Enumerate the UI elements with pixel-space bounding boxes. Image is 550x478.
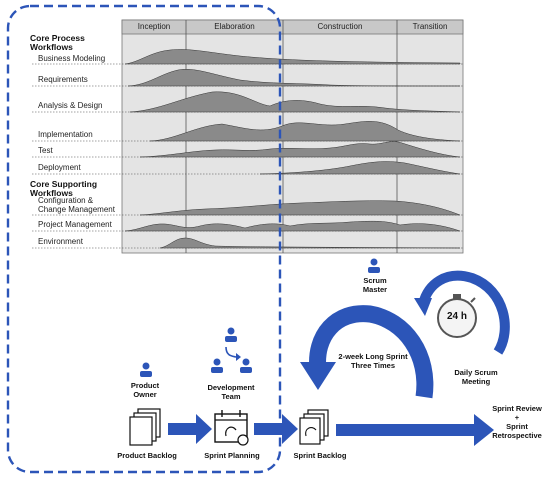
dev-team-exchange-icon [225, 346, 241, 361]
sprint-cycle-label: 2-week Long Sprint Three Times [338, 352, 408, 370]
hump-implementation [149, 121, 461, 142]
phase-header-bar [121, 19, 464, 35]
group-core-supporting: Core Supporting Workflows [30, 179, 98, 198]
scrum-roles-dashed-box [6, 4, 282, 474]
daily-timer-label: 24 h [446, 311, 467, 322]
product-owner-person-icon [140, 362, 152, 377]
product-backlog-icon [129, 408, 161, 446]
hump-test [139, 141, 461, 158]
hump-requirements [127, 69, 461, 87]
workflow-environment: Environment [38, 237, 83, 246]
workflow-analysis-design: Analysis & Design [38, 101, 103, 110]
workflow-config-change: Configuration & Change Management [38, 196, 115, 214]
workflow-humps [124, 49, 461, 249]
hump-business-modeling [124, 49, 461, 65]
sprint-review-text: Sprint Review [492, 404, 542, 413]
scrum-master-person-icon [368, 258, 380, 273]
phase-elaboration: Elaboration [214, 22, 255, 31]
daily-cycle-arrowhead [414, 298, 432, 316]
sprint-retrospective-text: Sprint Retrospective [492, 422, 542, 440]
development-team-label: Development Team [207, 383, 255, 401]
workflow-business-modeling: Business Modeling [38, 54, 106, 63]
dev-team-person-icon-left [211, 358, 223, 373]
arrow-backlog-to-planning [168, 414, 212, 444]
sprint-backlog-label: Sprint Backlog [293, 451, 347, 460]
product-owner-label: Product Owner [130, 381, 160, 399]
dev-team-person-icon-right [240, 358, 252, 373]
group-core-process: Core Process Workflows [30, 33, 85, 52]
daily-scrum-meeting-label: Daily Scrum Meeting [454, 368, 498, 386]
workflow-requirements: Requirements [38, 75, 88, 84]
hump-config-change [139, 200, 461, 216]
stopwatch-icon [437, 294, 477, 338]
flow-arrows [168, 414, 494, 446]
hump-project-management [124, 220, 461, 232]
phase-transition: Transition [412, 22, 448, 31]
arrow-to-review [336, 414, 494, 446]
dev-team-person-icon-top [225, 327, 237, 342]
scrum-master-label: Scrum Master [362, 276, 388, 294]
sprint-cycle-arrowhead [300, 362, 336, 390]
hump-analysis-design [129, 91, 461, 113]
workflow-deployment: Deployment [38, 163, 81, 172]
phase-inception: Inception [137, 22, 171, 31]
product-backlog-label: Product Backlog [117, 451, 177, 460]
workflow-project-management: Project Management [38, 220, 112, 229]
sprint-backlog-icon [299, 409, 329, 445]
arrow-planning-to-sprint-backlog [254, 414, 298, 444]
plus-text: + [514, 413, 520, 422]
hump-deployment [259, 161, 461, 175]
person-icons [140, 258, 380, 377]
daily-cycle-arrow [418, 270, 510, 355]
workflow-test: Test [38, 146, 53, 155]
sprint-planning-icon [214, 410, 249, 446]
workflow-implementation: Implementation [38, 130, 93, 139]
phase-construction: Construction [317, 22, 363, 31]
sprint-cycle-arrow [309, 305, 434, 399]
sprint-planning-label: Sprint Planning [204, 451, 260, 460]
review-retrospective-label: Sprint Review + Sprint Retrospective [492, 404, 542, 440]
